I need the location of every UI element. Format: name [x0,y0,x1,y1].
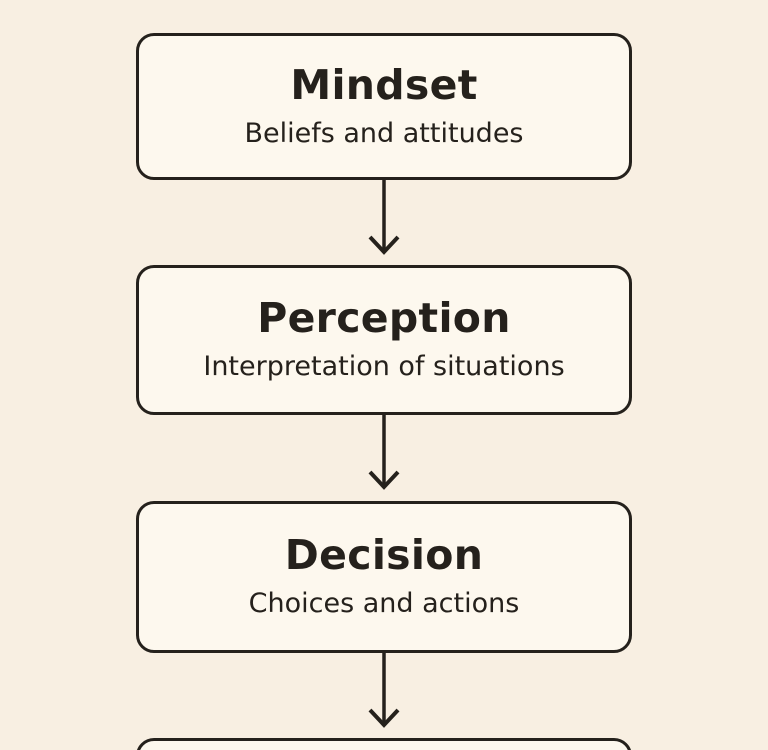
node-title: Perception [257,294,511,343]
flow-node-perception: Perception Interpretation of situations [136,265,632,415]
node-subtitle: Interpretation of situations [203,351,565,383]
arrow-down-icon [368,415,400,490]
flow-node-partial [136,738,632,750]
node-subtitle: Choices and actions [248,588,520,620]
node-title: Mindset [290,60,478,109]
arrow-down-icon [368,180,400,255]
flow-node-mindset: Mindset Beliefs and attitudes [136,33,632,180]
node-title: Decision [284,531,484,580]
arrow-down-icon [368,653,400,728]
flow-node-decision: Decision Choices and actions [136,501,632,653]
node-subtitle: Beliefs and attitudes [244,117,524,149]
